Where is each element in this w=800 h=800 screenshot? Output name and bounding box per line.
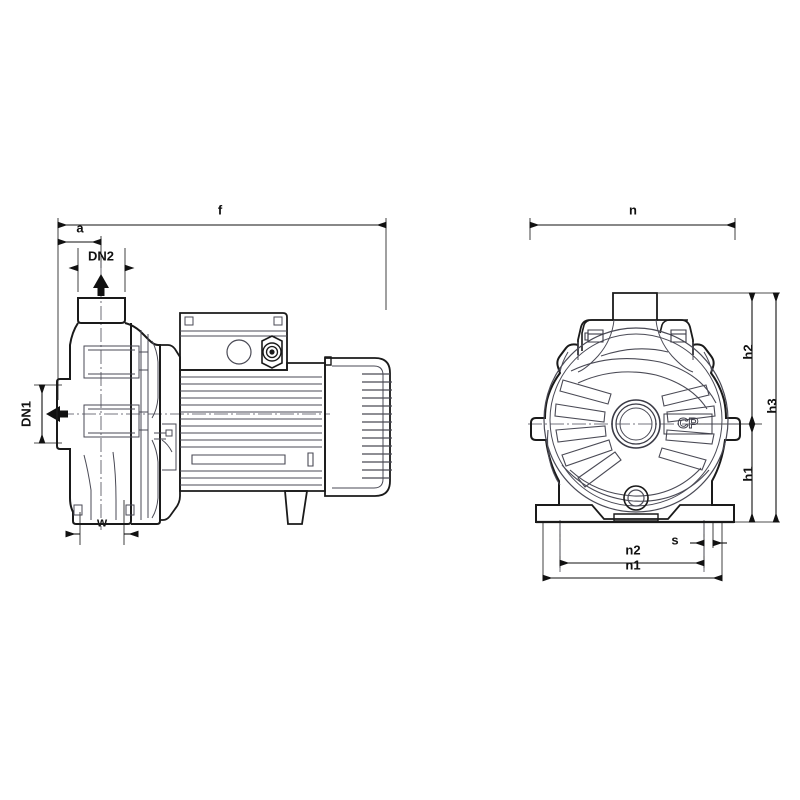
front-view: n h2 h1 h3 [528, 202, 780, 582]
drawing-root: f a DN2 DN1 [18, 202, 780, 582]
dimension-s: s [671, 532, 727, 547]
dimension-label-a: a [76, 220, 84, 235]
dimension-dn1: DN1 [18, 384, 46, 444]
terminal-box-plug [226, 339, 252, 365]
dimension-n2: n2 [559, 542, 705, 567]
dimension-label-dn1: DN1 [18, 401, 33, 427]
front-view-extension-lines [529, 218, 780, 580]
fan-cowl-louvres [362, 373, 392, 479]
dimension-n: n [529, 202, 736, 229]
drain-plug-inner [627, 489, 645, 507]
dimension-label-h3: h3 [764, 398, 779, 413]
dimension-label-n2: n2 [625, 542, 640, 557]
casing-foot-detail-2 [125, 504, 135, 516]
base-feet [559, 504, 712, 520]
base-center-pad [613, 513, 659, 522]
volute-casing [56, 322, 132, 525]
cp-logo-text: CP [678, 415, 699, 432]
dimension-label-w: w [96, 514, 108, 529]
dimension-label-s: s [671, 532, 678, 547]
cowl-tab [324, 356, 332, 366]
side-view-center-lines [60, 262, 330, 530]
dimension-h3: h3 [764, 292, 779, 523]
housing-contour-lines [559, 319, 713, 373]
volute-internal-detail [83, 330, 177, 520]
dimension-label-n: n [629, 202, 637, 217]
dimension-label-dn2: DN2 [88, 248, 114, 263]
dimension-label-n1: n1 [625, 557, 640, 572]
dimension-a: a [57, 220, 102, 246]
dimension-n1: n1 [542, 557, 723, 582]
dimension-w: w [65, 514, 139, 538]
terminal-clamp-details [584, 329, 687, 343]
motor-body [179, 362, 326, 492]
dimension-f: f [57, 202, 387, 229]
casing-foot-detail [73, 504, 83, 516]
motor-foot [284, 490, 309, 525]
dimension-label-f: f [218, 202, 223, 217]
terminal-box-detail [180, 316, 287, 337]
cable-gland [261, 335, 283, 369]
fan-cover-slots-right [658, 384, 716, 471]
dimension-label-h2: h2 [740, 344, 755, 359]
side-view: f a DN2 DN1 [18, 202, 392, 545]
dimension-label-h1: h1 [740, 466, 755, 481]
cp-logo: CP [663, 413, 713, 435]
fan-hub-inner [619, 407, 653, 441]
front-terminal-box [612, 292, 658, 321]
motor-nameplate [191, 454, 286, 465]
drain-plug-outer [623, 485, 649, 511]
fan-cowl [324, 357, 391, 497]
fan-hub-outer [611, 399, 661, 449]
discharge-nozzle [77, 297, 126, 324]
motor-cooling-fins [180, 376, 322, 486]
fan-hub-mid [615, 403, 657, 445]
fan-cover-circle [543, 327, 729, 513]
fan-cover-sweep-curves [546, 348, 717, 502]
dimension-h1: h1 [740, 423, 755, 523]
discharge-flow-arrow [93, 274, 109, 296]
motor-key-slot [307, 452, 314, 467]
dimension-dn2: DN2 [68, 248, 135, 272]
terminal-box [179, 312, 288, 371]
casing-flange [124, 322, 161, 525]
fan-cowl-inner [332, 365, 384, 489]
fan-cover-slots-left [554, 379, 622, 488]
dimension-h2: h2 [740, 292, 755, 425]
bearing-bracket [160, 344, 181, 521]
motor-top-housing-outline [577, 319, 694, 355]
